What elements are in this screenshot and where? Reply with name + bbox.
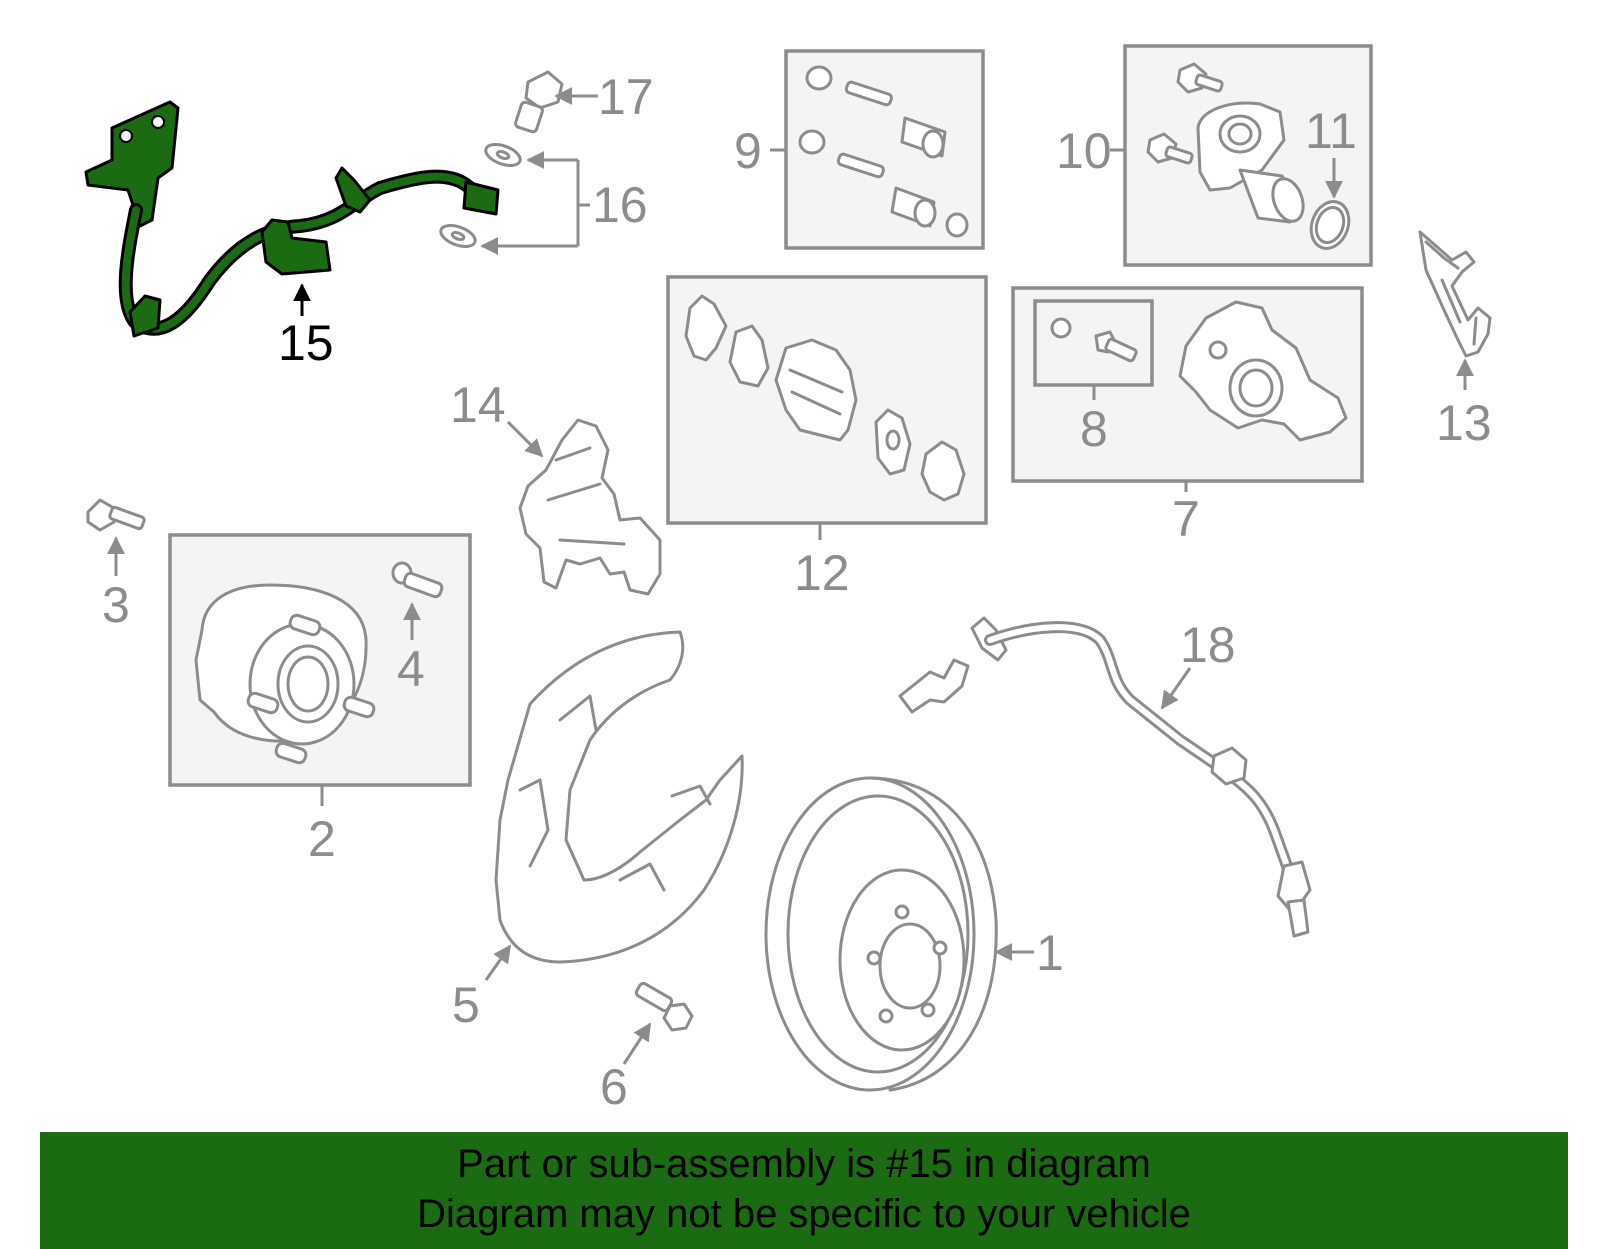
part-9-guide-pins[interactable] (798, 65, 969, 238)
part-8-bleeder-screw[interactable] (1050, 317, 1138, 363)
callout-17[interactable]: 17 (598, 69, 654, 125)
callout-10[interactable]: 10 (1056, 123, 1112, 179)
callout-13[interactable]: 13 (1436, 395, 1492, 451)
callout-9[interactable]: 9 (734, 123, 762, 179)
part-17-bolt[interactable] (514, 70, 564, 134)
callout-4[interactable]: 4 (397, 641, 425, 697)
part-11-o-ring[interactable] (1305, 196, 1355, 253)
part-4-wheel-stud[interactable] (391, 561, 444, 599)
part-15-sensor-harness[interactable] (84, 100, 500, 338)
banner-line-2: Diagram may not be specific to your vehi… (417, 1192, 1191, 1236)
part-6-bolt[interactable] (634, 981, 694, 1032)
callout-6[interactable]: 6 (600, 1059, 628, 1115)
callout-18[interactable]: 18 (1180, 617, 1236, 673)
banner-line-1: Part or sub-assembly is #15 in diagram (457, 1142, 1151, 1186)
callout-11[interactable]: 11 (1305, 103, 1357, 159)
part-14-caliper-bracket[interactable] (518, 418, 662, 596)
part-12-brake-pads[interactable] (684, 294, 966, 502)
box-8-bleeder-kit (1033, 299, 1154, 387)
part-5-splash-shield[interactable] (494, 630, 744, 964)
part-13-spring-clip[interactable] (1418, 230, 1492, 358)
callout-1[interactable]: 1 (1036, 925, 1064, 981)
part-18-wheel-speed-sensor[interactable] (898, 616, 1312, 938)
part-10-brake-motor[interactable] (1146, 62, 1309, 225)
leader-line-18 (1160, 667, 1192, 710)
callout-7[interactable]: 7 (1172, 491, 1200, 547)
callout-15[interactable]: 15 (278, 315, 334, 371)
part-16-washers[interactable] (438, 140, 523, 250)
callout-8[interactable]: 8 (1080, 401, 1108, 457)
leader-line-6 (622, 1022, 652, 1065)
callout-12[interactable]: 12 (794, 545, 850, 601)
callout-14[interactable]: 14 (450, 377, 506, 433)
callout-5[interactable]: 5 (452, 977, 480, 1033)
part-7-caliper[interactable] (1178, 300, 1348, 442)
callout-16[interactable]: 16 (592, 177, 648, 233)
part-1-brake-rotor[interactable] (764, 776, 998, 1092)
leader-line-5 (484, 944, 512, 981)
leader-line-14 (506, 420, 544, 458)
callout-2[interactable]: 2 (308, 811, 336, 867)
info-banner: Part or sub-assembly is #15 in diagram D… (40, 1132, 1568, 1249)
callout-3[interactable]: 3 (102, 577, 130, 633)
part-3-bolt[interactable] (86, 498, 146, 532)
part-2-wheel-hub[interactable] (194, 583, 376, 765)
